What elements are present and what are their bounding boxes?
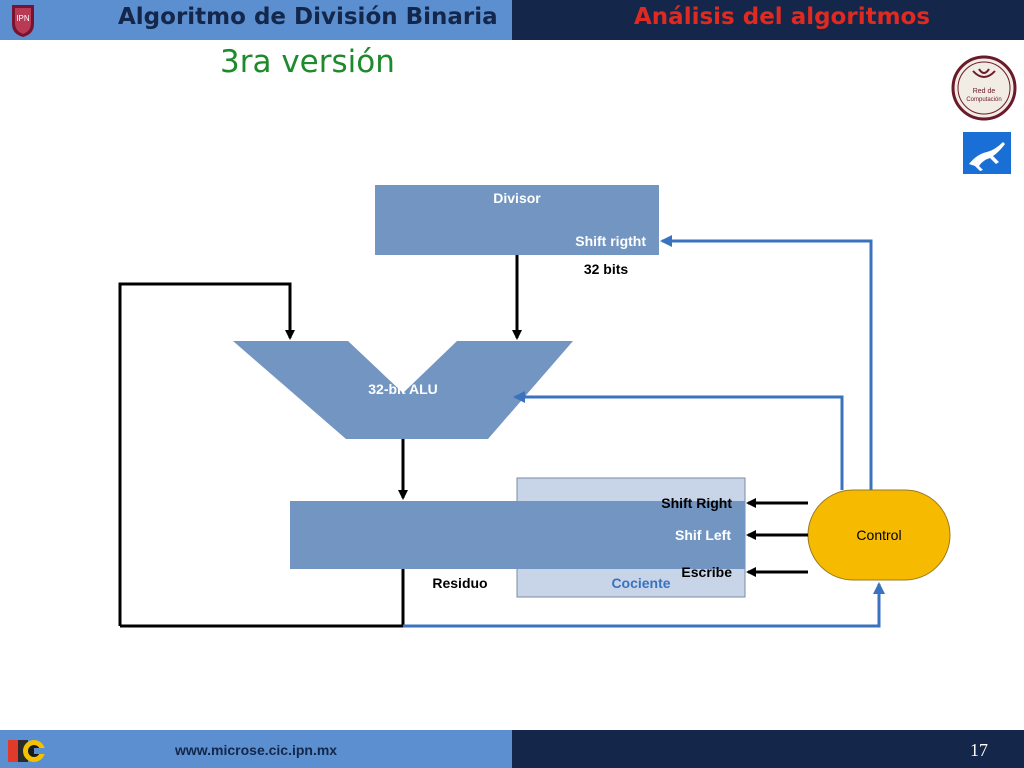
footer-right-bar xyxy=(512,730,1024,768)
bits-label: 32 bits xyxy=(584,261,629,277)
remainder-register xyxy=(290,501,745,569)
cic-logo-icon xyxy=(8,740,46,762)
header-right-bar xyxy=(512,0,1024,40)
shift-left-control-label: Shif Left xyxy=(675,527,731,543)
shift-right-control-label: Shift Right xyxy=(661,495,732,511)
gecko-icon xyxy=(963,132,1011,174)
badge-text-1: Red de xyxy=(973,88,996,95)
footer-url[interactable]: www.microse.cic.ipn.mx xyxy=(175,742,338,758)
alu-label: 32-bit ALU xyxy=(368,381,437,397)
ipn-crest-icon: IPN xyxy=(12,5,34,37)
alu-block xyxy=(233,341,573,439)
header-title-left: Algoritmo de División Binaria xyxy=(118,4,498,30)
remainder-to-control-arrow xyxy=(403,582,885,628)
slide-subtitle: 3ra versión xyxy=(220,44,395,80)
control-to-divisor-arrow xyxy=(660,235,873,490)
divisor-register xyxy=(375,185,659,255)
remainder-label: Residuo xyxy=(432,575,487,591)
svg-text:IPN: IPN xyxy=(16,14,30,23)
remainder-feedback-arrow xyxy=(118,282,295,626)
control-to-alu-arrow xyxy=(513,391,844,490)
write-control-label: Escribe xyxy=(681,564,732,580)
quotient-label: Cociente xyxy=(611,575,670,591)
badge-text-2: Computación xyxy=(966,97,1001,103)
divisor-label: Divisor xyxy=(493,190,541,206)
header-left-bar xyxy=(0,0,512,40)
header-title-right: Análisis del algoritmos xyxy=(634,4,931,30)
red-de-computacion-icon: Red de Computación xyxy=(951,55,1017,121)
control-label: Control xyxy=(856,527,901,543)
divisor-shift-label: Shift rigtht xyxy=(575,233,646,249)
footer-left-bar xyxy=(0,730,512,768)
page-number: 17 xyxy=(970,740,988,760)
